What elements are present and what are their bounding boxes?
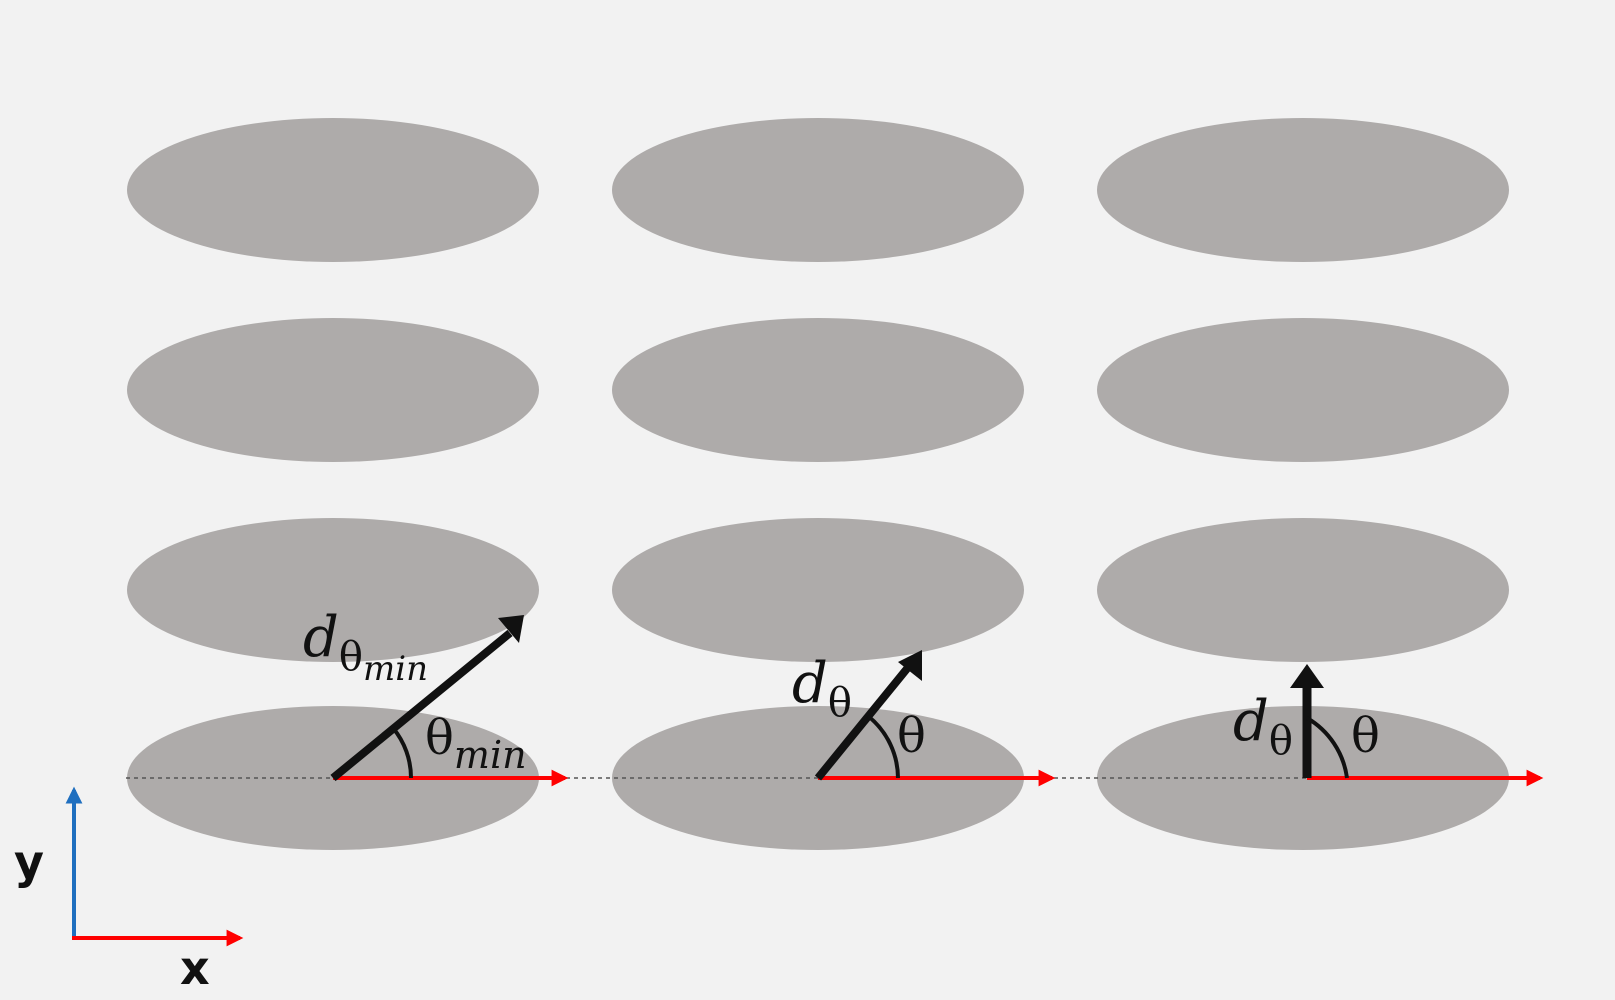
ellipse xyxy=(127,318,539,462)
panel-1: dθmin θmin xyxy=(303,605,569,787)
x-axis-label: x xyxy=(180,941,210,995)
ellipse xyxy=(612,118,1024,262)
ellipse xyxy=(127,118,539,262)
director-vector-head xyxy=(1290,664,1324,688)
angle-arc xyxy=(866,714,900,779)
vector-label: dθ xyxy=(1233,689,1293,764)
panel-2: dθ θ xyxy=(792,650,1056,787)
ellipse xyxy=(1097,118,1509,262)
vector-label: dθ xyxy=(792,651,852,726)
angle-arc xyxy=(391,726,414,779)
angle-arc xyxy=(1305,716,1349,779)
angle-label: θ xyxy=(1351,708,1380,764)
director-vector-shaft xyxy=(330,629,513,782)
ellipse xyxy=(612,518,1024,662)
y-axis-label: y xyxy=(14,835,44,889)
ellipse xyxy=(612,318,1024,462)
ellipse-grid xyxy=(127,118,1509,850)
coordinate-axes: y x xyxy=(14,786,244,995)
director-vector-head xyxy=(898,650,922,681)
ellipse xyxy=(1097,318,1509,462)
angle-label: θ xyxy=(897,708,926,764)
panel-3: dθ θ xyxy=(1233,664,1544,787)
angle-label: θmin xyxy=(425,710,527,777)
director-vector-shaft xyxy=(814,662,914,781)
vector-label: dθmin xyxy=(303,605,428,689)
ellipse xyxy=(127,518,539,662)
director-vector-head xyxy=(498,615,524,643)
ellipse xyxy=(1097,518,1509,662)
